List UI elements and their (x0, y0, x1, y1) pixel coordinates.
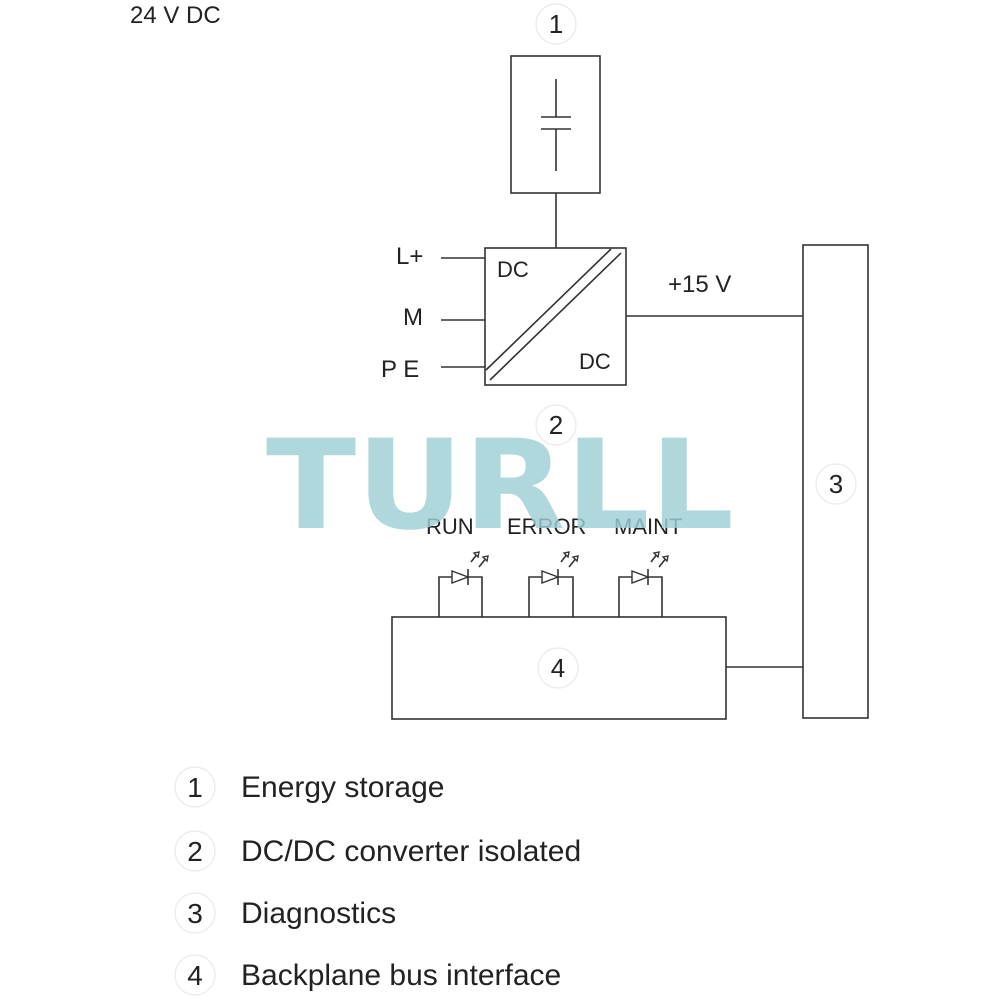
error-led-icon (528, 551, 579, 617)
converter-marker-circle (535, 404, 577, 446)
legend-item: 3 Diagnostics (174, 892, 396, 934)
backplane-marker-circle (537, 647, 579, 689)
energy-storage-marker-number: 1 (549, 9, 563, 39)
legend-item-number: 4 (187, 960, 203, 991)
watermark-logo: TURLL (266, 414, 734, 558)
backplane-marker-number: 4 (551, 653, 565, 683)
error-led-label: ERROR (507, 514, 586, 539)
plus-15v-label: +15 V (668, 271, 731, 298)
legend-item-number: 3 (187, 898, 203, 929)
energy-storage-marker-circle (535, 3, 577, 45)
maint-led-icon (618, 551, 669, 617)
legend-item-number-circle (174, 766, 216, 808)
run-led-label: RUN (426, 514, 474, 539)
capacitor-icon (541, 79, 571, 171)
legend-item: 2 DC/DC converter isolated (174, 830, 581, 872)
energy-storage-block: 1 (510, 3, 601, 248)
maint-led-label: MAINT (614, 514, 682, 539)
converter-dc-output-label: DC (579, 349, 611, 374)
supply-voltage-label: 24 V DC (130, 2, 221, 29)
status-leds: RUN ERROR MAINT (426, 514, 682, 617)
input-terminals: L+ M P E (381, 243, 485, 383)
legend-item-text: Backplane bus interface (241, 959, 561, 992)
backplane-block: 4 (391, 616, 803, 720)
converter-diagonal-2 (485, 248, 612, 371)
converter-diagonal (489, 252, 622, 381)
legend-item: 4 Backplane bus interface (174, 954, 561, 996)
legend-item: 1 Energy storage (174, 766, 444, 808)
dc-dc-converter-block: DC DC 2 (484, 247, 627, 446)
legend: 1 Energy storage 2 DC/DC converter isola… (174, 766, 581, 996)
pe-label: P E (381, 356, 419, 383)
legend-item-text: DC/DC converter isolated (241, 835, 581, 868)
converter-marker-number: 2 (549, 410, 563, 440)
diagnostics-marker-circle (815, 463, 857, 505)
legend-item-number-circle (174, 892, 216, 934)
run-led-icon (438, 551, 489, 617)
diagnostics-marker-number: 3 (829, 469, 843, 499)
energy-storage-box (510, 55, 601, 194)
legend-item-number: 1 (187, 772, 203, 803)
legend-item-text: Diagnostics (241, 897, 396, 930)
converter-dc-input-label: DC (497, 257, 529, 282)
output-supply-line: +15 V (626, 271, 803, 317)
diagnostics-block: 3 (802, 244, 869, 719)
m-label: M (403, 304, 423, 331)
l-plus-label: L+ (396, 243, 423, 270)
legend-item-number-circle (174, 830, 216, 872)
legend-item-text: Energy storage (241, 771, 444, 804)
legend-item-number: 2 (187, 836, 203, 867)
legend-item-number-circle (174, 954, 216, 996)
